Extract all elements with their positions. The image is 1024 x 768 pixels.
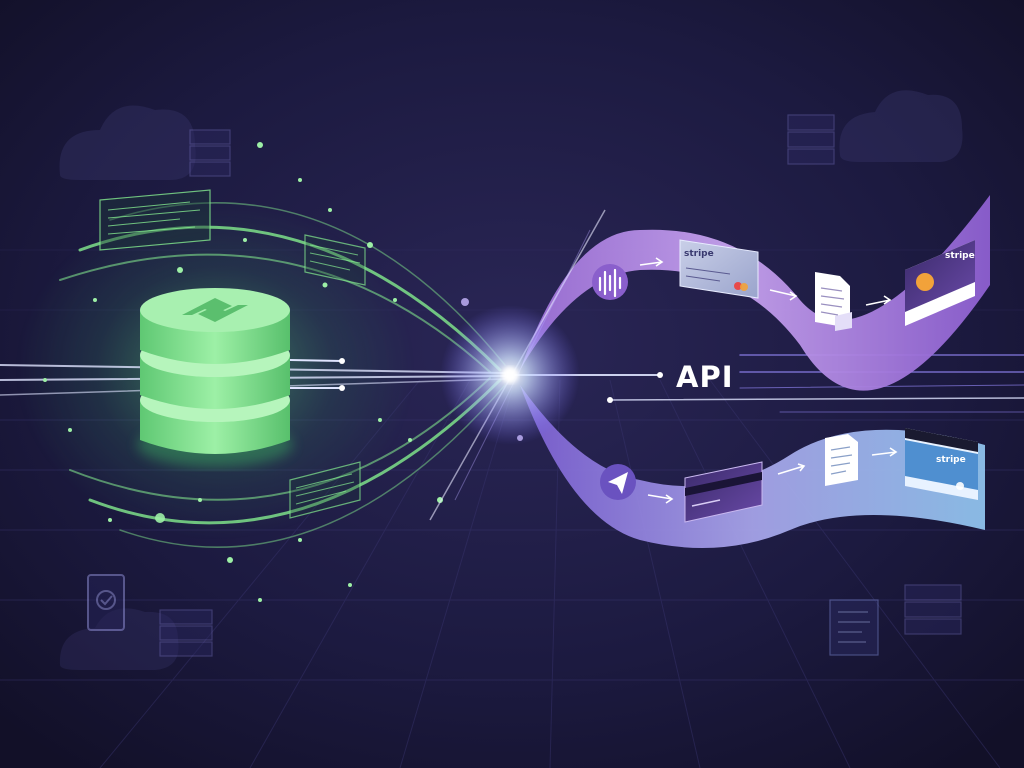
server-stack-icon [189,129,231,177]
credit-card-icon: stripe [905,428,978,500]
api-label: API [676,360,734,394]
arrow-right-icon [647,494,674,504]
arrow-right-icon [871,447,898,457]
receipt-document-icon [815,272,852,331]
arrow-right-icon [777,463,806,475]
cloud-icon [839,90,963,162]
credit-card-icon: stripe [679,239,759,299]
database-icon [137,288,293,467]
card-brand-text: stripe [945,251,975,261]
cloud-icon [59,608,179,670]
server-stack-icon [787,114,835,165]
payment-flow-ribbon-bottom: stripe [520,385,985,548]
arrow-right-icon [769,289,798,301]
payment-flow-ribbon-top: stripe stripe [520,195,990,391]
code-panel-icon [304,234,366,286]
arrow-right-icon [639,257,664,267]
code-panel-icon [99,189,211,251]
credit-card-icon [684,461,763,523]
card-brand-text: stripe [684,249,714,259]
server-stack-icon [904,584,962,635]
credit-card-icon: stripe [905,240,975,326]
arrow-right-icon [865,295,892,306]
receipt-document-icon [825,434,858,486]
code-panel-icon [289,461,361,519]
checkmark-badge-icon [87,574,125,631]
cloud-icon [59,105,196,180]
code-panel-icon [829,599,879,656]
sync-logo-icon [182,298,248,322]
card-brand-text: stripe [936,455,966,465]
connection-core [502,367,518,383]
data-stream-arcs [59,202,506,548]
server-stack-icon [159,609,213,657]
